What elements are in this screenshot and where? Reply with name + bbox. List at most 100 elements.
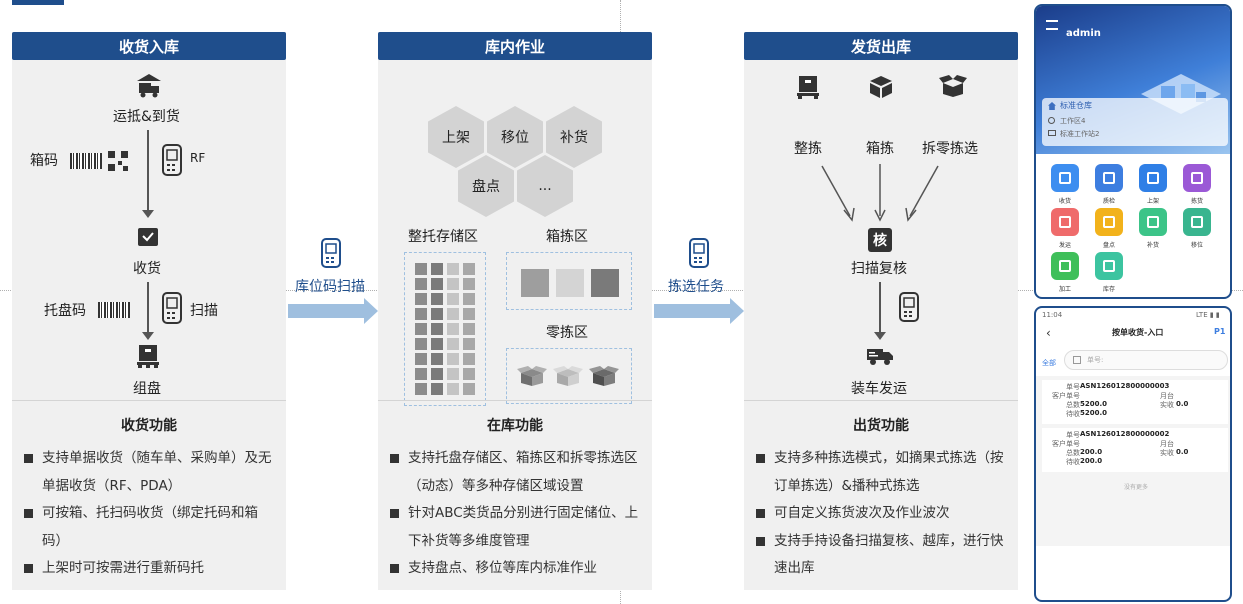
box-pick-icon xyxy=(868,74,894,100)
storage-slot xyxy=(463,308,475,320)
app-tile-label: 移位 xyxy=(1190,242,1203,249)
app-tile-9[interactable] xyxy=(1051,252,1079,280)
dock-label: 月台 xyxy=(1160,392,1174,400)
list-item: 可按箱、托扫码收货（绑定托码和箱码） xyxy=(24,500,274,555)
menu-icon[interactable] xyxy=(1046,20,1058,30)
pending-value: 200.0 xyxy=(1080,457,1103,465)
app-tile-label: 质检 xyxy=(1102,198,1115,205)
handheld-scanner-icon xyxy=(162,144,182,176)
storage-slot xyxy=(415,308,427,320)
list-item: 上架时可按需进行重新码托 xyxy=(24,555,274,583)
open-box-icon xyxy=(553,365,583,387)
storage-slot xyxy=(463,368,475,380)
receiving-func-list: 支持单据收货（随车单、采购单）及无单据收货（RF、PDA） 可按箱、托扫码收货（… xyxy=(24,445,274,583)
barcode-icon xyxy=(98,302,130,318)
received-label: 实收 xyxy=(1160,401,1174,409)
open-box-icon xyxy=(589,365,619,387)
app-tile-3[interactable] xyxy=(1139,164,1167,192)
order-card[interactable]: 单号 ASN126012800000002 客户单号 月台 总数 200.0 实… xyxy=(1042,428,1228,472)
total-label: 总数 xyxy=(1066,449,1080,457)
total-value: 200.0 xyxy=(1080,448,1103,456)
flow-line xyxy=(147,282,149,332)
receiving-flow: 运抵&到货 箱码 RF 收货 托盘码 扫描 组盘 xyxy=(12,60,286,400)
box-code-label: 箱码 xyxy=(30,153,58,169)
work-area: 工作区4 xyxy=(1060,117,1086,125)
storage-slot xyxy=(463,278,475,290)
app-tile-8[interactable] xyxy=(1183,208,1211,236)
app-tile-label: 上架 xyxy=(1146,198,1159,205)
storage-slot xyxy=(415,293,427,305)
workspace-card[interactable]: 标准仓库 工作区4 标准工作站2 xyxy=(1042,98,1228,146)
app-tile-4[interactable] xyxy=(1183,164,1211,192)
pending-label: 待收 xyxy=(1066,410,1080,418)
flow-arrow-down xyxy=(874,332,886,340)
rf-label: RF xyxy=(190,151,206,165)
work-station: 标准工作站2 xyxy=(1060,130,1100,138)
shipping-func-list: 支持多种拣选模式，如摘果式拣选（按订单拣选）&播种式拣选 可自定义拣货波次及作业… xyxy=(756,445,1006,583)
app-tile-2[interactable] xyxy=(1095,164,1123,192)
app-tile-6[interactable] xyxy=(1095,208,1123,236)
pallet-storage-zone xyxy=(404,252,486,406)
dock-label: 月台 xyxy=(1160,440,1174,448)
handheld-scanner-icon xyxy=(899,292,919,322)
user-name: admin xyxy=(1066,28,1101,39)
handheld-scanner-icon xyxy=(321,238,341,268)
zone-box-label: 箱拣区 xyxy=(546,229,588,245)
back-chevron-icon[interactable]: ‹ xyxy=(1046,326,1051,340)
search-input[interactable]: 单号: xyxy=(1064,350,1228,370)
app-tile-label: 发运 xyxy=(1058,242,1071,249)
order-card[interactable]: 单号 ASN126012800000003 客户单号 月台 总数 5200.0 … xyxy=(1042,380,1228,424)
app-tile-7[interactable] xyxy=(1139,208,1167,236)
storage-slot xyxy=(463,293,475,305)
inventory-func-title: 在库功能 xyxy=(487,418,543,434)
app-tile-10[interactable] xyxy=(1095,252,1123,280)
pick-mode-full: 整拣 xyxy=(794,141,822,157)
received-value: 0.0 xyxy=(1176,400,1189,408)
list-item: 支持多种拣选模式，如摘果式拣选（按订单拣选）&播种式拣选 xyxy=(756,445,1006,500)
storage-slot xyxy=(415,278,427,290)
total-value: 5200.0 xyxy=(1080,400,1108,408)
list-item: 支持托盘存储区、箱拣区和拆零拣选区（动态）等多种存储区域设置 xyxy=(390,445,640,500)
qr-code-icon xyxy=(108,151,128,171)
flow-line xyxy=(147,130,149,210)
scan-icon[interactable] xyxy=(1073,356,1081,364)
storage-slot xyxy=(463,383,475,395)
app-tile-1[interactable] xyxy=(1051,164,1079,192)
step-receive-label: 收货 xyxy=(133,261,161,277)
order-no-label: 单号 xyxy=(1066,383,1080,391)
barcode-icon xyxy=(70,153,102,169)
order-list: 单号 ASN126012800000003 客户单号 月台 总数 5200.0 … xyxy=(1036,376,1230,546)
box-block xyxy=(556,269,584,297)
load-ship-label: 装车发运 xyxy=(851,381,907,397)
storage-slot xyxy=(463,263,475,275)
app-tile-5[interactable] xyxy=(1051,208,1079,236)
flow-arrow-down xyxy=(142,210,154,218)
order-no: ASN126012800000002 xyxy=(1080,430,1170,438)
storage-slot xyxy=(431,368,443,380)
received-label: 实收 xyxy=(1160,449,1174,457)
receiving-panel: 收货入库 运抵&到货 箱码 RF 收货 托盘码 扫描 组盘 xyxy=(12,32,286,590)
storage-slot xyxy=(447,263,459,275)
app-tile-label: 盘点 xyxy=(1102,242,1115,249)
phone-home-screen: admin 标准仓库 工作区4 标准工作站2 收货质检上架拣货发运盘点补货移位加… xyxy=(1034,4,1232,299)
step-arrival-label: 运抵&到货 xyxy=(113,109,180,125)
order-no: ASN126012800000003 xyxy=(1080,382,1170,390)
step-pallet-label: 组盘 xyxy=(133,381,161,397)
shipping-func-title: 出货功能 xyxy=(853,418,909,434)
app-tile-label: 收货 xyxy=(1058,198,1071,205)
top-accent-bar xyxy=(12,0,64,5)
connector-location-scan-label: 库位码扫描 xyxy=(295,279,365,295)
page-indicator[interactable]: P1 xyxy=(1214,327,1226,336)
handheld-scanner-icon xyxy=(689,238,709,268)
app-tile-label: 补货 xyxy=(1146,242,1159,249)
storage-slot xyxy=(431,263,443,275)
box-pick-zone xyxy=(506,252,632,310)
customer-no-label: 客户单号 xyxy=(1052,440,1080,448)
filter-all-tab[interactable]: 全部 xyxy=(1042,359,1056,367)
converge-arrows xyxy=(821,164,939,222)
inventory-flow: 上架 移位 补货 盘点 ... 整托存储区 箱拣区 零拣区 xyxy=(378,60,652,406)
storage-slot xyxy=(431,293,443,305)
storage-slot xyxy=(447,323,459,335)
delivery-truck-icon xyxy=(866,346,894,366)
app-tile-label: 库存 xyxy=(1102,286,1115,293)
